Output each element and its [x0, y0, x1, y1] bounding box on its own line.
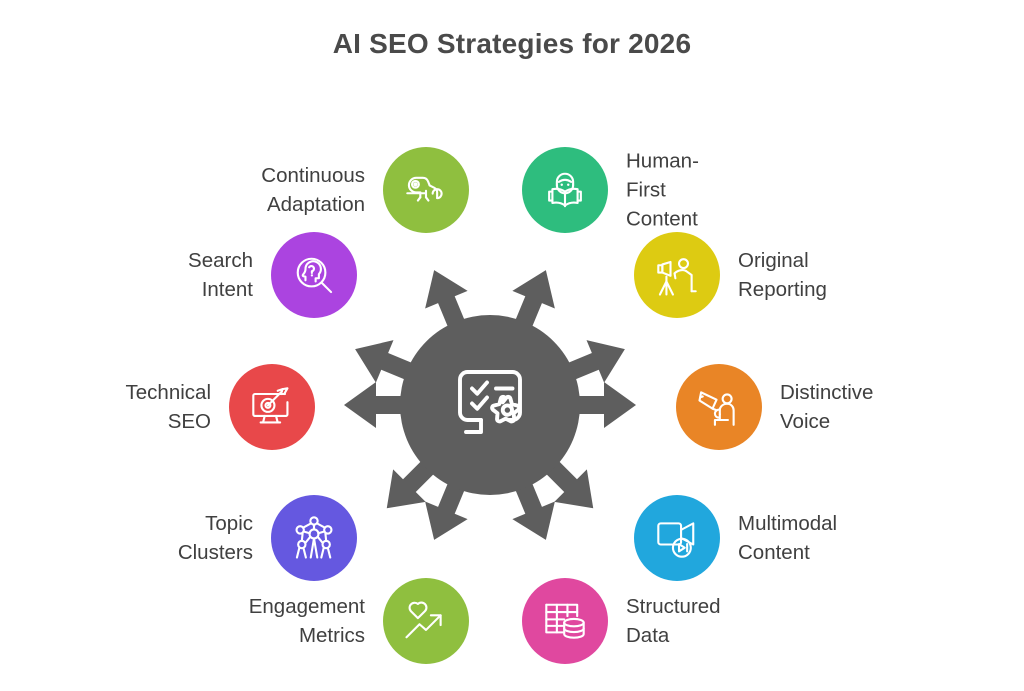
node-circle[interactable] — [271, 495, 357, 581]
person-reading-book-icon — [548, 172, 582, 208]
node-multimodal-content[interactable]: Multimodal Content — [634, 495, 837, 581]
monitor-target-arrow-icon — [252, 387, 289, 424]
video-camera-play-icon — [657, 522, 695, 558]
node-topic-clusters[interactable]: Topic Clusters — [178, 495, 357, 581]
node-label: Distinctive Voice — [780, 380, 874, 433]
checklist-gear-icon — [458, 370, 522, 434]
node-circle[interactable] — [383, 578, 469, 664]
node-human-first-content[interactable]: Human-First Content — [522, 147, 699, 233]
node-structured-data[interactable]: Structured Data — [522, 578, 721, 664]
page-title: AI SEO Strategies for 2026 — [332, 28, 692, 59]
node-label: Structured Data — [626, 594, 721, 647]
node-distinctive-voice[interactable]: Distinctive Voice — [676, 364, 873, 450]
chameleon-icon — [406, 176, 443, 202]
person-megaphone-icon — [698, 391, 735, 426]
magnifier-head-question-icon — [296, 257, 333, 294]
hub-circle — [400, 315, 580, 495]
node-circle[interactable] — [229, 364, 315, 450]
node-circle[interactable] — [634, 232, 720, 318]
node-circle[interactable] — [383, 147, 469, 233]
node-continuous-adaptation[interactable]: Continuous Adaptation — [261, 147, 469, 233]
node-label: Multimodal Content — [738, 511, 838, 564]
node-circle[interactable] — [634, 495, 720, 581]
molecule-network-icon — [295, 516, 333, 559]
node-circle[interactable] — [522, 147, 608, 233]
node-label: Engagement Metrics — [248, 594, 365, 647]
node-engagement-metrics[interactable]: Engagement Metrics — [249, 578, 469, 664]
node-circle[interactable] — [522, 578, 608, 664]
node-label: Original Reporting — [738, 248, 827, 301]
node-technical-seo[interactable]: Technical SEO — [126, 364, 315, 450]
table-database-icon — [545, 603, 585, 639]
photographer-tripod-icon — [657, 258, 697, 296]
node-label: Human-First Content — [626, 149, 699, 231]
node-original-reporting[interactable]: Original Reporting — [634, 232, 827, 318]
node-label: Topic Clusters — [177, 511, 253, 564]
node-label: Search Intent — [188, 248, 253, 301]
heart-trend-arrow-icon — [405, 601, 442, 639]
node-search-intent[interactable]: Search Intent — [188, 232, 357, 318]
node-circle[interactable] — [676, 364, 762, 450]
node-circle[interactable] — [271, 232, 357, 318]
node-label: Continuous Adaptation — [261, 163, 365, 216]
central-hub — [344, 270, 636, 540]
node-label: Technical SEO — [125, 380, 211, 433]
